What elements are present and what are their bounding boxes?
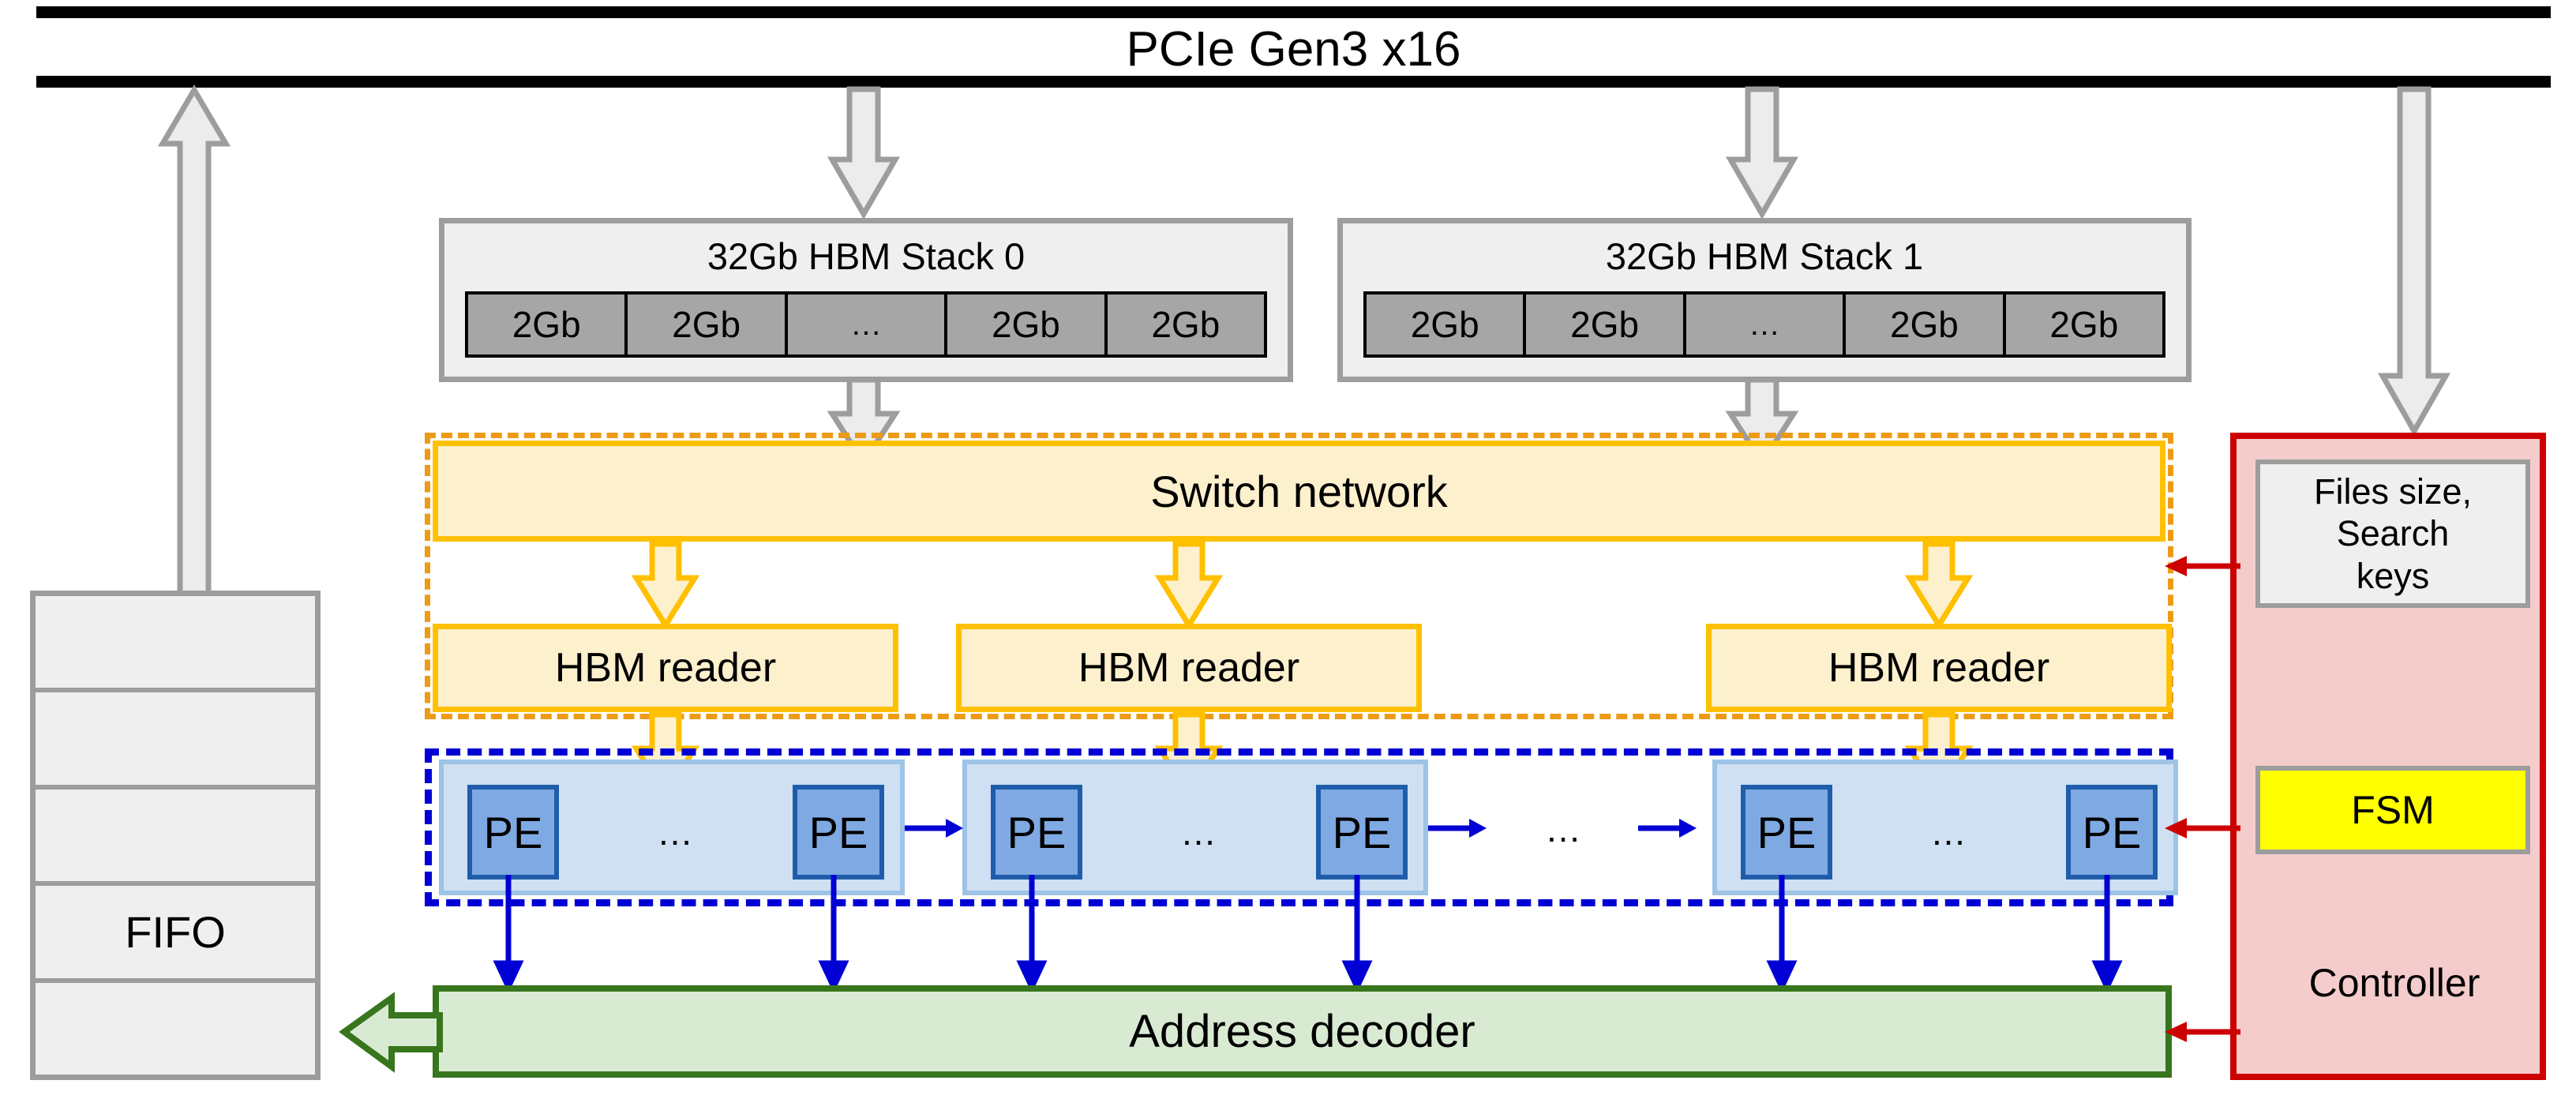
switch-to-reader-1-arrow	[1154, 541, 1224, 631]
pe-group-1: PE … PE	[962, 760, 1428, 895]
hbm-die: 2Gb	[1846, 294, 2006, 354]
pe-chain-arrow-1	[1428, 815, 1488, 842]
fifo-row	[36, 692, 315, 790]
bus-to-stack0-arrow	[827, 86, 901, 219]
pe-group-2: PE … PE	[1712, 760, 2178, 895]
hbm-reader-0: HBM reader	[433, 624, 898, 712]
pe-group-1-ellipsis: …	[1180, 812, 1217, 853]
fifo-row	[36, 596, 315, 693]
hbm-die: 2Gb	[1107, 294, 1265, 354]
pe-cell: PE	[991, 785, 1082, 880]
bus-to-controller-arrow	[2377, 86, 2451, 437]
hbm-die: 2Gb	[468, 294, 628, 354]
pe-chain-arrow-0	[905, 815, 965, 842]
pe-group-0-ellipsis: …	[657, 812, 693, 853]
decoder-to-fifo-arrow	[339, 987, 443, 1078]
fifo-row	[36, 983, 315, 1075]
controller-panel: Files size, Search keys FSM Controller	[2230, 433, 2546, 1080]
hbm-stack-1-title: 32Gb HBM Stack 1	[1605, 235, 1924, 277]
fifo-to-bus-arrow	[157, 84, 231, 602]
fifo-row	[36, 790, 315, 887]
hbm-die: 2Gb	[947, 294, 1108, 354]
pe-chain-arrow-2	[1638, 815, 1698, 842]
fifo-row-label: FIFO	[36, 886, 315, 983]
hbm-stack-0: 32Gb HBM Stack 0 2Gb 2Gb … 2Gb 2Gb	[439, 218, 1293, 382]
hbm-die: 2Gb	[2005, 294, 2163, 354]
pe-to-decoder-arrows	[0, 875, 2576, 994]
pe-cell: PE	[1316, 785, 1408, 880]
controller-keys-box: Files size, Search keys	[2255, 459, 2530, 608]
fifo-block: FIFO	[30, 591, 321, 1080]
hbm-reader-1: HBM reader	[956, 624, 1422, 712]
hbm-die: 2Gb	[628, 294, 788, 354]
controller-keys-line: Files size,	[2313, 471, 2473, 512]
hbm-die: 2Gb	[1367, 294, 1527, 354]
bus-to-stack1-arrow	[1725, 86, 1799, 219]
hbm-die-ellipsis: …	[787, 294, 948, 354]
controller-to-pe-array-arrow	[2163, 815, 2242, 842]
pcie-bus-top-line	[36, 6, 2551, 18]
hbm-stack-1: 32Gb HBM Stack 1 2Gb 2Gb … 2Gb 2Gb	[1337, 218, 2192, 382]
controller-fsm-box: FSM	[2255, 766, 2530, 854]
pe-group-0: PE … PE	[439, 760, 905, 895]
switch-to-reader-2-arrow	[1904, 541, 1974, 631]
pe-cell: PE	[793, 785, 884, 880]
switch-network-box: Switch network	[433, 441, 2165, 542]
hbm-stack-0-title: 32Gb HBM Stack 0	[707, 235, 1026, 277]
hbm-die-ellipsis: …	[1685, 294, 1847, 354]
switch-to-reader-0-arrow	[631, 541, 700, 631]
pe-cell: PE	[2066, 785, 2158, 880]
hbm-die: 2Gb	[1526, 294, 1686, 354]
pe-chain-ellipsis: …	[1545, 808, 1581, 850]
pe-group-2-ellipsis: …	[1930, 812, 1967, 853]
switch-network-group	[425, 433, 2173, 719]
hbm-stack-0-dies: 2Gb 2Gb … 2Gb 2Gb	[465, 291, 1267, 358]
controller-to-switch-arrow	[2163, 553, 2242, 580]
hbm-stack-1-dies: 2Gb 2Gb … 2Gb 2Gb	[1363, 291, 2165, 358]
pe-cell: PE	[467, 785, 559, 880]
hbm-reader-2: HBM reader	[1706, 624, 2172, 712]
controller-to-decoder-arrow	[2163, 1018, 2242, 1045]
pe-cell: PE	[1741, 785, 1832, 880]
controller-keys-line: keys	[2356, 555, 2430, 596]
controller-label: Controller	[2308, 961, 2480, 1005]
address-decoder: Address decoder	[433, 985, 2172, 1078]
controller-keys-line: Search	[2336, 513, 2450, 554]
pcie-bus-bottom-line	[36, 76, 2551, 88]
pcie-bus-label: PCIe Gen3 x16	[1126, 21, 1461, 77]
